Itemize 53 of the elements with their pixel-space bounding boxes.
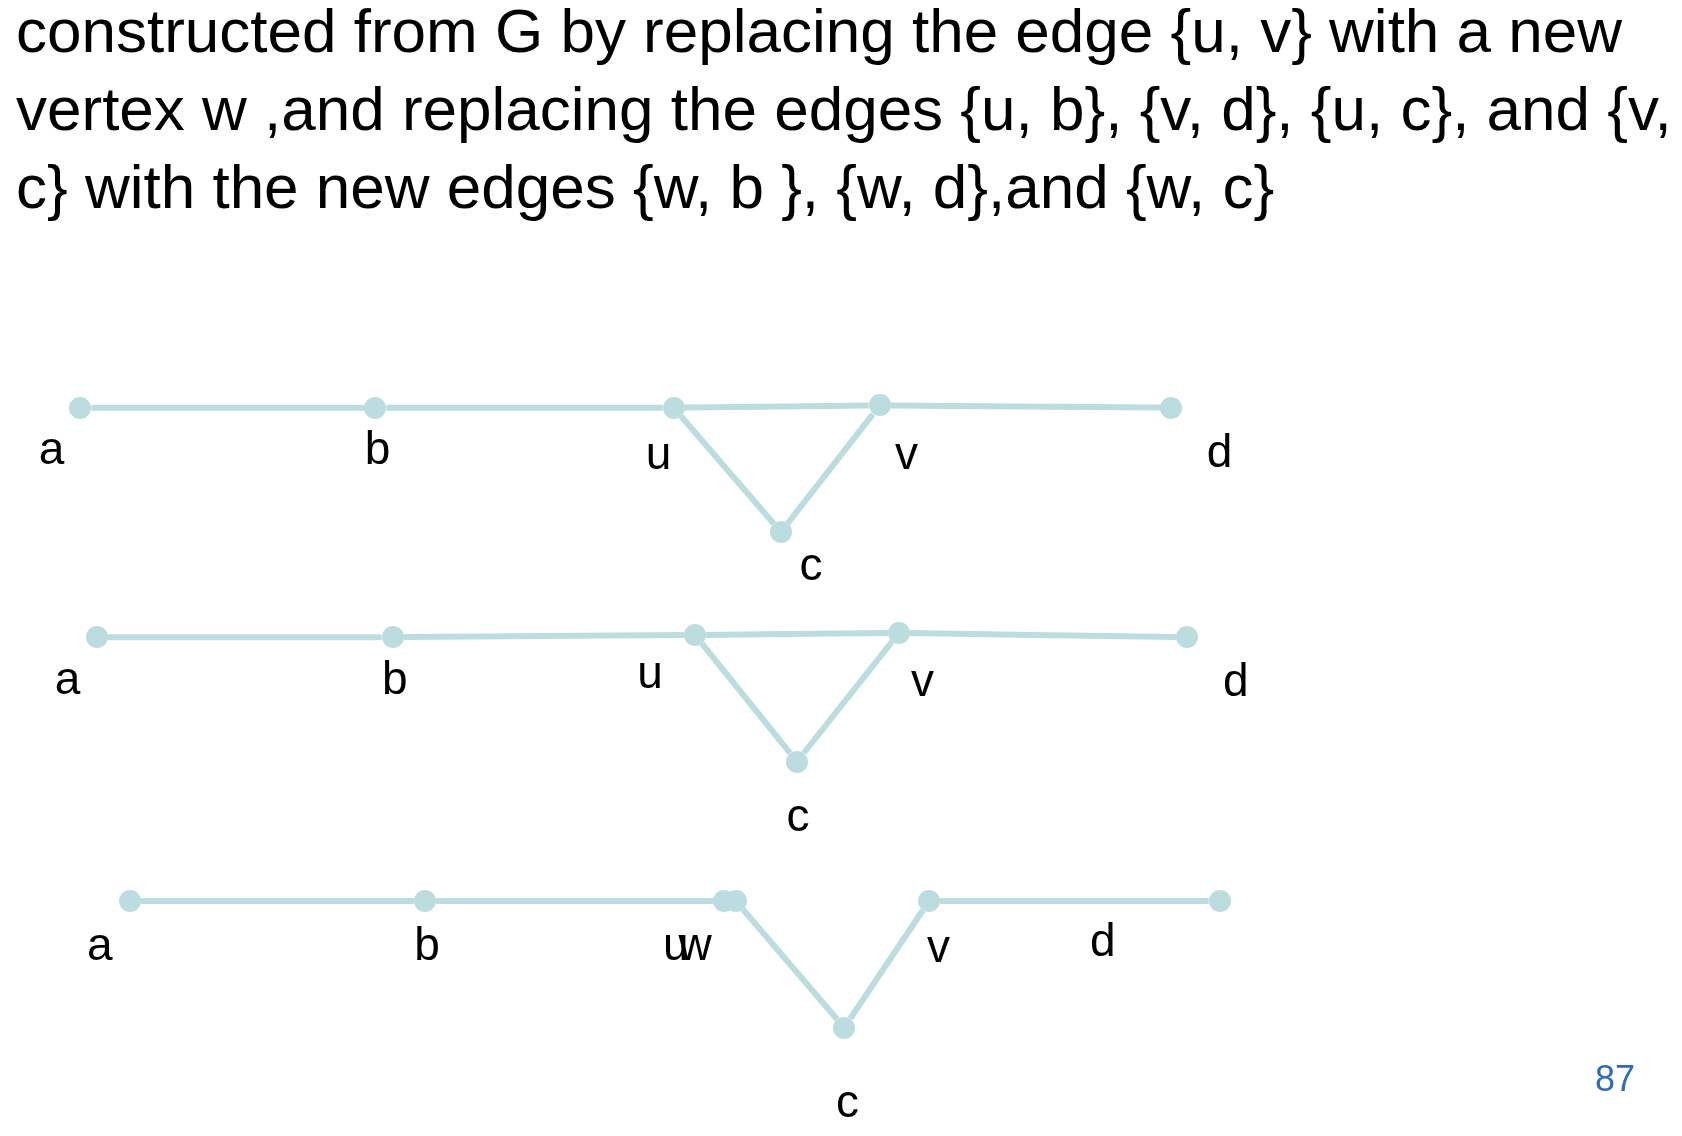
vertex-dot [413,890,436,913]
vertex-dot [69,396,92,419]
vertex-label: v [911,657,934,704]
edge-line [706,630,888,638]
edge-line [939,898,1209,905]
vertex-dot [887,621,910,644]
vertex-dot [1160,396,1183,419]
vertex-label: v [927,923,951,970]
vertex-label: d [1206,427,1233,474]
vertex-label: c [835,1077,859,1124]
edge-line [740,907,840,1022]
edge-line [107,634,382,641]
vertex-label: a [38,425,65,472]
vertex-dot [868,394,891,417]
edge-line [909,630,1177,640]
edge-line [785,412,876,526]
edge-line [890,402,1161,411]
edge-line [699,641,793,755]
vertex-dot [364,396,387,419]
vertex-dot [1176,626,1199,649]
vertex-label: d [1089,916,1116,963]
edge-line [684,402,869,411]
vertex-dot [833,1016,856,1039]
edge-line [91,404,365,411]
vertex-label: v [894,429,918,476]
edge-line [435,898,714,905]
vertex-dot [1208,890,1231,913]
vertex-dot [684,624,707,647]
vertex-label: u [645,429,672,476]
vertex-dot [917,890,940,913]
vertex-dot [85,626,108,649]
edge-line [140,898,414,905]
vertex-label: d [1222,657,1249,704]
vertex-label: a [86,920,113,967]
vertex-dot [118,890,141,913]
description-text: constructed from G by replacing the edge {u, v} with a new vertex w ,and replacing the edges {u, b}, {v, d}, {u, c}, and {v, c} with the new edges {w, b }, {w, d},and {w, c} [16,0,1673,223]
vertex-dot [786,750,808,773]
edge-line [403,632,685,641]
page-number: 87 [1595,1058,1636,1100]
edge-line [801,639,895,755]
vertex-label: b [364,425,391,472]
vertex-label: c [786,792,810,839]
vertex-label: a [54,654,81,701]
vertex-label: b [381,654,408,701]
edge-line [678,414,777,526]
vertex-label: b [414,920,440,967]
edge-line [847,908,926,1021]
vertex-dot [381,626,404,649]
vertex-label: c [799,541,823,588]
edge-line [386,404,663,411]
vertex-dot [769,521,792,544]
vertex-label: u [637,648,663,695]
vertex-dot [662,396,685,419]
